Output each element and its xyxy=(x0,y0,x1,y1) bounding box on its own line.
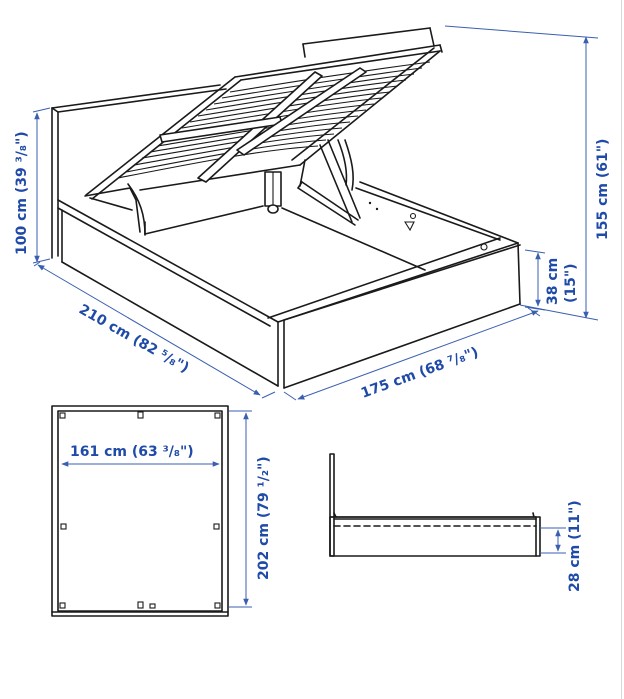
gas-lift-mechanism xyxy=(297,139,361,226)
dimension-frame-height: 38 cm (15") xyxy=(524,249,579,311)
dimension-total-height: 155 cm (61") xyxy=(444,25,611,321)
headboard xyxy=(51,84,227,259)
top-view: 161 cm (63 ³/₈") 202 cm (79 ¹/₂") xyxy=(51,405,272,617)
label-frame-height-cm: 38 cm xyxy=(545,258,561,305)
left-hinge-bracket xyxy=(84,183,146,236)
side-view: 28 cm (11") xyxy=(329,453,583,592)
dimension-width: 175 cm (68 ⁷/₈") xyxy=(283,307,541,402)
label-headboard-height: 100 cm (39 ³/₈") xyxy=(14,131,30,255)
lifted-slatted-base xyxy=(85,27,443,200)
label-inner-length: 202 cm (79 ¹/₂") xyxy=(256,456,272,580)
isometric-view: 100 cm (39 ³/₈") 155 cm (61") 38 cm (15"… xyxy=(14,25,611,402)
dimension-inner-length: 202 cm (79 ¹/₂") xyxy=(229,410,272,608)
label-inner-width: 161 cm (63 ³/₈") xyxy=(70,444,194,460)
dimension-length: 210 cm (82 ⁵/₈") xyxy=(33,261,276,399)
label-underbed-clearance: 28 cm (11") xyxy=(567,500,583,592)
dimension-underbed-clearance: 28 cm (11") xyxy=(540,500,583,592)
label-total-height: 155 cm (61") xyxy=(595,139,611,240)
label-width: 175 cm (68 ⁷/₈") xyxy=(359,344,481,401)
dimension-inner-width: 161 cm (63 ³/₈") xyxy=(61,444,220,467)
frame-right-side xyxy=(355,181,519,251)
storage-compartment xyxy=(144,205,426,271)
image-border-line xyxy=(621,0,622,699)
label-frame-height-in: (15") xyxy=(563,263,579,303)
center-support-leg xyxy=(264,171,282,214)
frame-foot-end xyxy=(267,237,521,389)
corner-brackets xyxy=(59,411,221,609)
dimension-headboard-height: 100 cm (39 ³/₈") xyxy=(14,107,51,264)
label-length: 210 cm (82 ⁵/₈") xyxy=(76,302,192,377)
